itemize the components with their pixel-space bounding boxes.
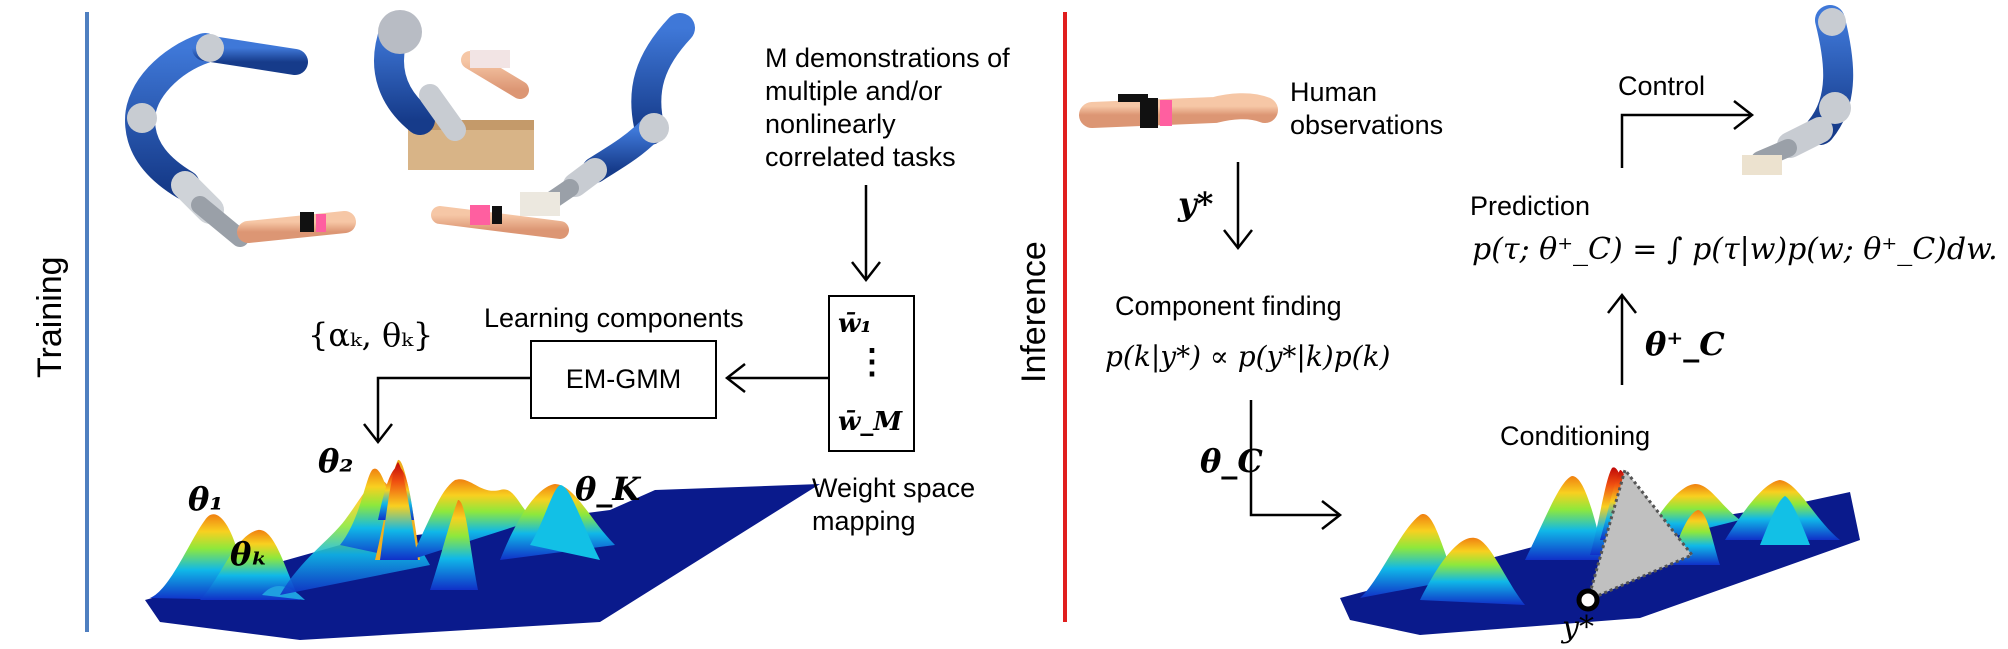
training-divider: [85, 12, 89, 632]
wM-label: w̄_M: [838, 407, 903, 437]
component-finding-formula: p(k|y*) ∝ p(y*|k)p(k): [1105, 340, 1391, 373]
learning-components-label: Learning components: [484, 303, 744, 333]
component-finding-label: Component finding: [1115, 291, 1342, 321]
human-observations-text: Human observations: [1290, 76, 1443, 142]
weight-space-text: Weight space mapping: [812, 472, 975, 538]
prediction-to-control-arrow: [1620, 100, 1755, 168]
conditioning-label: Conditioning: [1500, 421, 1651, 451]
inference-gmm-surface: [1340, 466, 1860, 635]
controlled-robot-photo: [1742, 5, 1854, 175]
component-to-conditioning-arrow: [1249, 400, 1343, 530]
training-gmm-surface: [145, 459, 820, 640]
inference-divider: [1063, 12, 1067, 622]
em-gmm-box: EM-GMM: [530, 340, 717, 419]
conditioning-up-arrow: [1607, 292, 1637, 385]
human-observations-line-2: observations: [1290, 110, 1444, 140]
weights-to-emgmm-arrow: [724, 363, 828, 393]
demos-line-4: correlated tasks: [765, 142, 956, 172]
w1-label: w̄₁: [838, 309, 872, 339]
theta-C-plus-label: θ⁺_C: [1645, 325, 1725, 363]
demos-line-1: M demonstrations of: [765, 43, 1010, 73]
observation-down-arrow: [1223, 162, 1253, 251]
robot-handover-photo-1: [124, 33, 356, 247]
weight-space-line-2: mapping: [812, 506, 916, 536]
y-star-bottom-label: y*: [1562, 610, 1594, 645]
theta-K-label: θ_K: [575, 470, 641, 508]
weight-space-line-1: Weight space: [812, 473, 976, 503]
demos-line-3: nonlinearly: [765, 109, 896, 139]
weight-vector-box: w̄₁ ⋮ w̄_M: [828, 295, 915, 452]
theta-2-label: θ₂: [318, 442, 354, 480]
control-label: Control: [1618, 71, 1706, 101]
theta-1-label: θ₁: [188, 480, 224, 518]
robot-box-photo: [374, 10, 534, 170]
em-gmm-label: EM-GMM: [565, 364, 682, 394]
y-star-label: y*: [1178, 185, 1214, 223]
demos-line-2: multiple and/or: [765, 76, 943, 106]
theta-k-label: θₖ: [230, 535, 269, 573]
emgmm-to-surface-arrow: [363, 376, 530, 445]
prediction-label: Prediction: [1470, 191, 1591, 221]
theta-C-label: θ_C: [1200, 442, 1263, 480]
human-observations-line-1: Human: [1290, 77, 1378, 107]
demos-down-arrow: [851, 185, 881, 283]
prediction-formula: p(τ; θ⁺_C) = ∫ p(τ|w)p(w; θ⁺_C)dw.: [1472, 232, 1998, 267]
robot-handover-photo-2: [431, 13, 695, 239]
demos-text: M demonstrations of multiple and/or nonl…: [765, 42, 1010, 174]
w-dots: ⋮: [855, 343, 889, 381]
mixture-params-label: {αₖ, θₖ}: [308, 316, 434, 354]
human-arm-photo: [1079, 93, 1278, 128]
